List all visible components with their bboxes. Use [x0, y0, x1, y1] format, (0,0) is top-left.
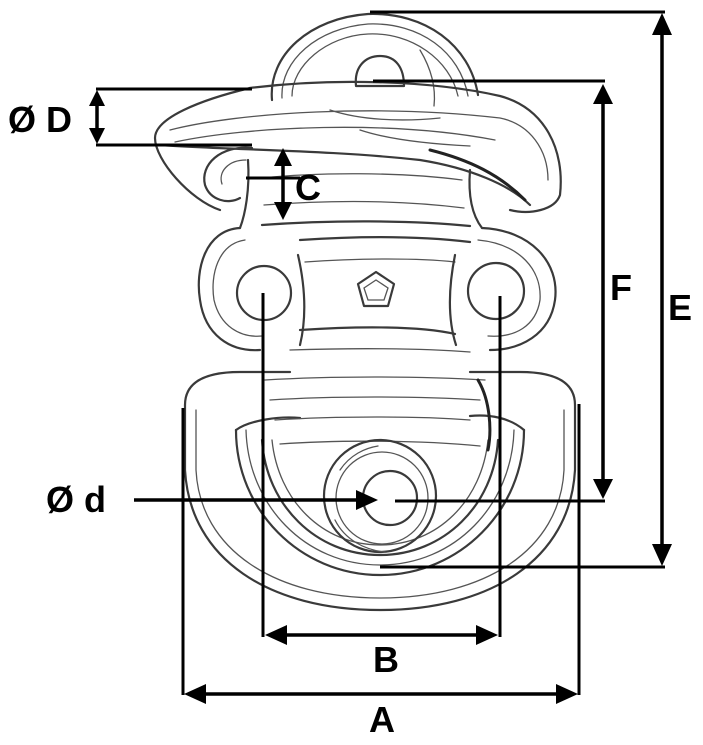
neck	[238, 158, 484, 230]
top-lug	[270, 12, 480, 107]
label-C: C	[295, 167, 321, 208]
dimension-F	[373, 79, 613, 503]
dimension-B	[261, 293, 502, 645]
dimension-E	[370, 10, 672, 569]
dimension-lines	[89, 10, 672, 704]
dimension-D	[89, 87, 252, 147]
dimension-labels: Ø D C F E Ø d B A	[8, 99, 692, 740]
label-D: Ø D	[8, 99, 72, 140]
label-F: F	[610, 267, 632, 308]
lower-cup	[183, 370, 577, 612]
part-sketch	[153, 12, 577, 612]
center-boss	[322, 438, 438, 554]
logo-pentagon	[356, 270, 396, 308]
label-B: B	[373, 639, 399, 680]
dimension-d	[134, 490, 378, 510]
label-d: Ø d	[46, 479, 106, 520]
dimension-C	[246, 148, 300, 220]
label-A: A	[369, 699, 395, 740]
base-plate	[197, 226, 557, 353]
right-mounting-hole	[466, 261, 526, 321]
dimension-A	[181, 404, 581, 704]
d-ring	[153, 80, 562, 213]
label-E: E	[668, 287, 692, 328]
